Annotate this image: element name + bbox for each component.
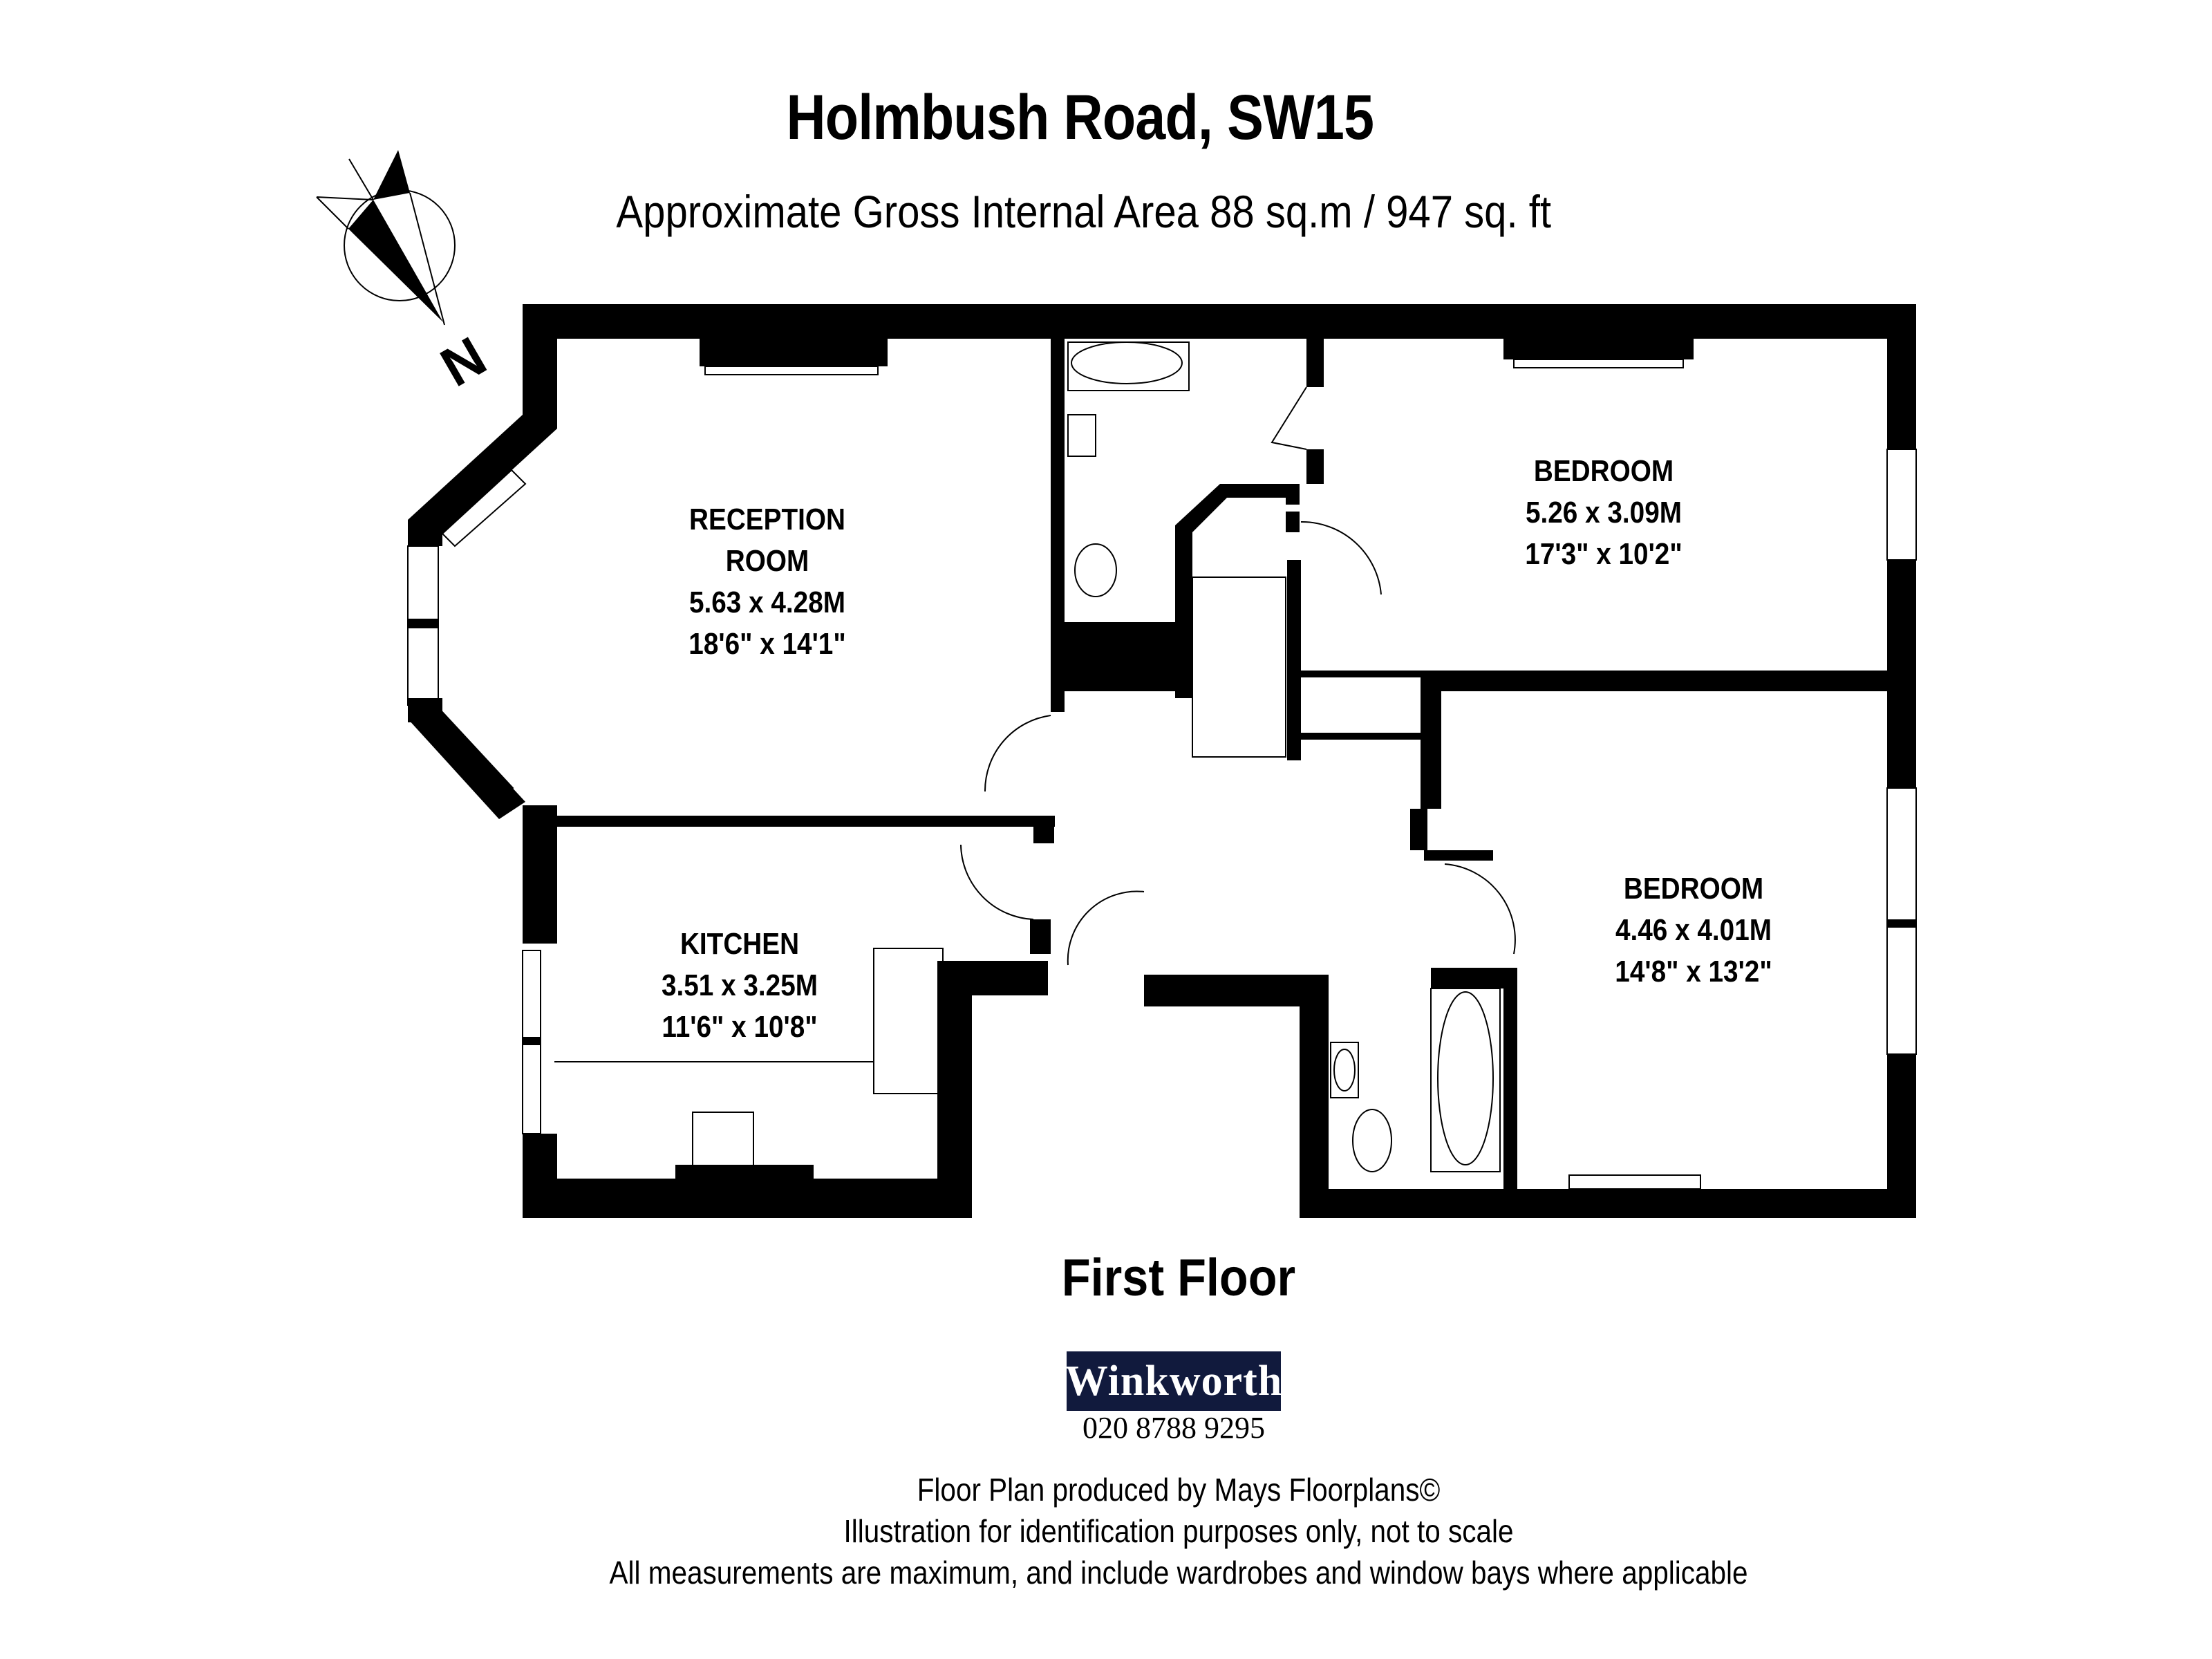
footer-measurements-note: All measurements are maximum, and includ… bbox=[609, 1555, 1748, 1591]
room-kitchen: KITCHEN 3.51 x 3.25M 11'6" x 10'8" bbox=[636, 924, 843, 1048]
north-arrow-icon: N bbox=[316, 150, 496, 398]
footer-credit: Floor Plan produced by Mays Floorplans© bbox=[917, 1472, 1441, 1508]
room-bedroom-1: BEDROOM 5.26 x 3.09M 17'3" x 10'2" bbox=[1500, 451, 1707, 575]
footer-disclaimer: Illustration for identification purposes… bbox=[843, 1513, 1514, 1549]
room-size-imperial: 17'3" x 10'2" bbox=[1525, 537, 1683, 571]
compass-north-label: N bbox=[431, 325, 496, 398]
room-reception: RECEPTION ROOM 5.63 x 4.28M 18'6" x 14'1… bbox=[652, 499, 883, 665]
gross-internal-area: Approximate Gross Internal Area 88 sq.m … bbox=[616, 186, 1552, 237]
room-name: RECEPTION bbox=[689, 503, 845, 536]
room-name: KITCHEN bbox=[679, 927, 800, 961]
room-name: ROOM bbox=[725, 544, 809, 578]
room-size-metric: 5.63 x 4.28M bbox=[688, 585, 846, 619]
property-title: Holmbush Road, SW15 bbox=[786, 82, 1375, 153]
agent-logo: Winkworth bbox=[1065, 1351, 1283, 1411]
room-size-metric: 3.51 x 3.25M bbox=[661, 968, 818, 1002]
room-name: BEDROOM bbox=[1623, 872, 1764, 906]
room-size-metric: 5.26 x 3.09M bbox=[1525, 496, 1683, 529]
agent-name: Winkworth bbox=[1065, 1357, 1283, 1405]
room-size-imperial: 18'6" x 14'1" bbox=[688, 627, 846, 661]
room-name: BEDROOM bbox=[1533, 454, 1674, 488]
room-size-imperial: 11'6" x 10'8" bbox=[662, 1010, 818, 1044]
room-size-metric: 4.46 x 4.01M bbox=[1615, 913, 1772, 947]
room-size-imperial: 14'8" x 13'2" bbox=[1615, 955, 1772, 988]
agent-phone: 020 8788 9295 bbox=[1082, 1411, 1265, 1445]
room-bedroom-2: BEDROOM 4.46 x 4.01M 14'8" x 13'2" bbox=[1590, 868, 1797, 993]
floor-label: First Floor bbox=[1061, 1248, 1296, 1307]
